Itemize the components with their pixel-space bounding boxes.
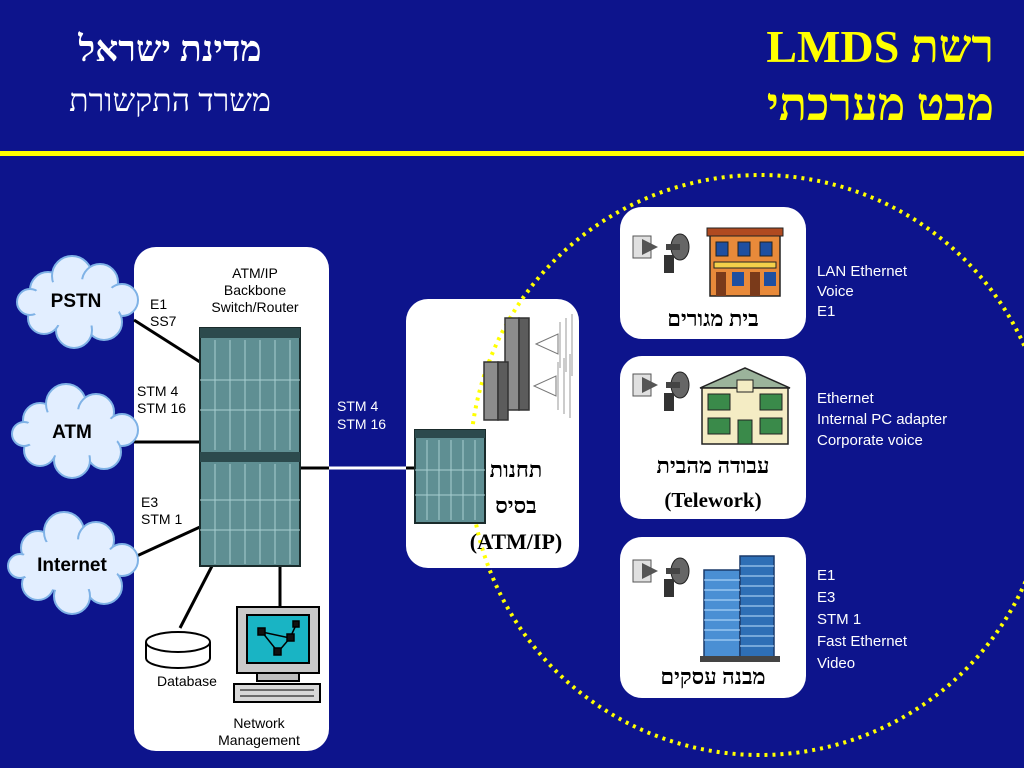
department-name: משרד התקשורת (69, 82, 271, 118)
sector-antenna-icon (483, 314, 573, 421)
pstn-link-line (133, 318, 201, 364)
header-rule (0, 151, 1024, 156)
site-name-telework: עבודה מהבית (656, 453, 770, 478)
connection-lines (127, 318, 415, 629)
base-station-rack-icon (414, 429, 486, 524)
cloud-atm-icon (11, 383, 139, 479)
network-label-atm: ATM (52, 422, 92, 443)
villa-icon (699, 367, 791, 445)
cloud-internet-icon (7, 511, 139, 615)
site-services-business: E1 E3 STM 1 Fast Ethernet Video (817, 567, 908, 672)
title-line-2: מבט מערכתי (766, 79, 994, 130)
link-label-internet: E3 STM 1 (141, 494, 183, 527)
site-services-residence: LAN Ethernet Voice E1 (817, 263, 908, 320)
uplink-label: STM 4 STM 16 (337, 398, 387, 432)
network-label-pstn: PSTN (50, 291, 102, 312)
slide-title: רשת LMDS מבט מערכתי (766, 18, 994, 134)
site-name-business: מבנה עסקים (660, 664, 766, 689)
network-management-label: Network Management (218, 715, 300, 748)
internet-link-line (127, 525, 201, 562)
site-name-residence: בית מגורים (667, 306, 759, 331)
base-station-label-3: (ATM/IP) (469, 529, 563, 554)
link-label-pstn: E1 SS7 (150, 296, 177, 329)
dish-antenna-icon-business (632, 557, 690, 597)
base-station-label-2: בסיס (495, 493, 537, 518)
database-label: Database (157, 673, 217, 689)
title-line-1: רשת LMDS (766, 21, 994, 72)
database-icon (145, 631, 211, 669)
network-label-internet: Internet (37, 555, 107, 576)
base-station-label-1: תחנות (489, 457, 543, 482)
database-link-line (178, 565, 214, 629)
site-subname-telework: (Telework) (664, 488, 762, 512)
dish-antenna-icon-residence (632, 233, 690, 273)
backbone-switch-icon (199, 327, 301, 567)
dish-antenna-icon-telework (632, 371, 690, 411)
link-label-atm: STM 4 STM 16 (137, 383, 187, 416)
ministry-name: מדינת ישראל (78, 29, 262, 69)
office-towers-icon (700, 555, 780, 662)
row-house-icon (706, 227, 784, 297)
backbone-label: ATM/IP Backbone Switch/Router (211, 265, 299, 315)
computer-icon (233, 606, 321, 703)
site-services-telework: Ethernet Internal PC adapter Corporate v… (817, 390, 948, 449)
cloud-pstn-icon (16, 255, 139, 349)
